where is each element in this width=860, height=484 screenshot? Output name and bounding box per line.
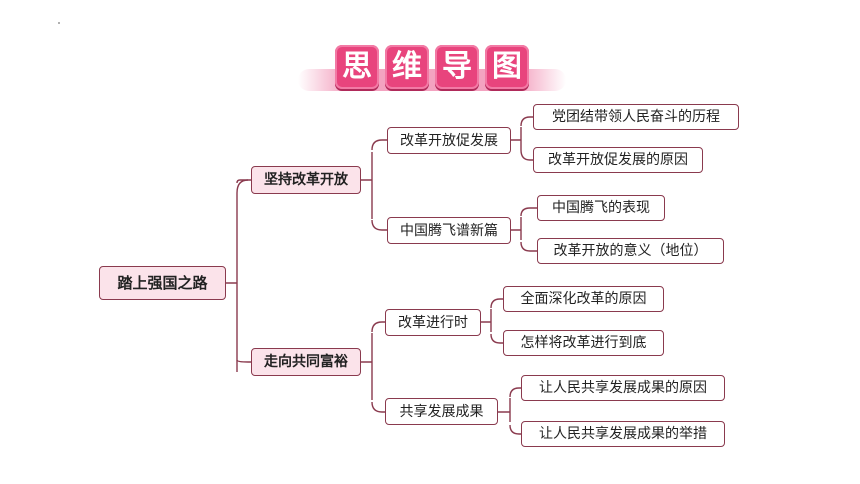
connector-branch-1: [361, 139, 387, 231]
leaf-node: 中国腾飞的表现: [537, 195, 665, 221]
connector-root: [226, 179, 251, 372]
subbranch-node-1: 改革开放促发展: [387, 127, 511, 154]
subbranch-node-4: 共享发展成果: [385, 398, 498, 425]
leaf-node: 全面深化改革的原因: [503, 286, 664, 312]
leaf-node: 让人民共享发展成果的举措: [521, 421, 725, 447]
connector-leaf-4: [498, 387, 521, 435]
leaf-node: 怎样将改革进行到底: [503, 330, 664, 356]
title-char-2: 维: [385, 45, 429, 89]
subbranch-node-3: 改革进行时: [385, 309, 481, 336]
leaf-node: 改革开放的意义（地位）: [537, 238, 724, 264]
title-char-3: 导: [435, 45, 479, 89]
corner-dot: [58, 22, 60, 24]
leaf-node: 党团结带领人民奋斗的历程: [533, 104, 739, 130]
title-banner: 思 维 导 图: [0, 0, 860, 110]
branch-node-reform-opening: 坚持改革开放: [251, 166, 361, 194]
leaf-node: 让人民共享发展成果的原因: [521, 375, 725, 401]
leaf-node: 改革开放促发展的原因: [533, 147, 703, 173]
connector-leaf-1: [511, 116, 533, 161]
connector-leaf-2: [511, 207, 537, 252]
connector-branch-2: [361, 321, 385, 413]
root-node: 踏上强国之路: [99, 266, 226, 300]
connector-leaf-3: [481, 298, 503, 344]
title-char-1: 思: [335, 45, 379, 89]
branch-node-common-prosperity: 走向共同富裕: [251, 348, 361, 376]
subbranch-node-2: 中国腾飞谱新篇: [387, 217, 511, 244]
title-char-4: 图: [485, 45, 529, 89]
